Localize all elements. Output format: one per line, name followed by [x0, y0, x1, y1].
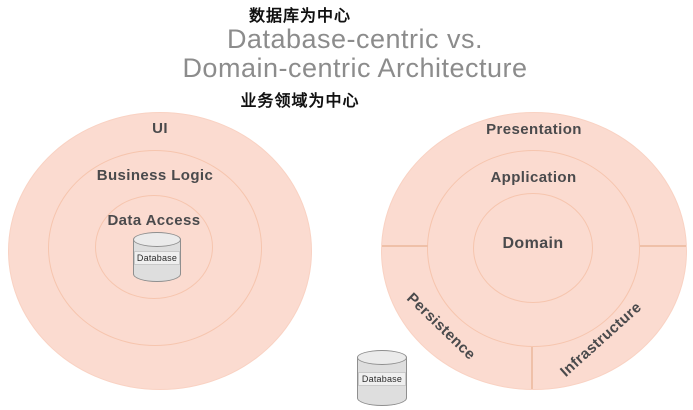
left-inner-ring — [95, 195, 213, 299]
right-ring-label-domain: Domain — [502, 235, 564, 252]
right-middle-ring — [427, 150, 640, 347]
right-ring-label-presentation: Presentation — [486, 121, 582, 138]
page-title: Database-centric vs. Domain-centric Arch… — [70, 25, 640, 83]
right-database-cylinder: Database — [357, 350, 407, 406]
right-inner-ring — [473, 193, 593, 303]
database-cylinder-top-icon — [133, 232, 181, 247]
left-ring-label-business-logic: Business Logic — [96, 167, 214, 184]
left-ring-label-data-access: Data Access — [107, 212, 201, 229]
page-title-line1: Database-centric vs. — [226, 24, 484, 54]
left-middle-ring — [48, 150, 262, 346]
left-ring-label-ui: UI — [152, 120, 168, 137]
right-ring-label-application: Application — [490, 169, 577, 186]
right-sector-divider-bottom — [531, 347, 533, 389]
page-title-line2: Domain-centric Architecture — [182, 53, 528, 83]
right-database-label: Database — [358, 372, 406, 387]
left-database-label: Database — [134, 251, 180, 265]
annotation-domain-centric: 业务领域为中心 — [240, 93, 360, 110]
database-cylinder-top-icon — [357, 350, 407, 365]
right-sector-divider-right — [640, 245, 686, 247]
right-sector-divider-left — [382, 245, 428, 247]
left-database-cylinder: Database — [133, 232, 181, 282]
annotation-database-centric: 数据库为中心 — [248, 8, 351, 25]
